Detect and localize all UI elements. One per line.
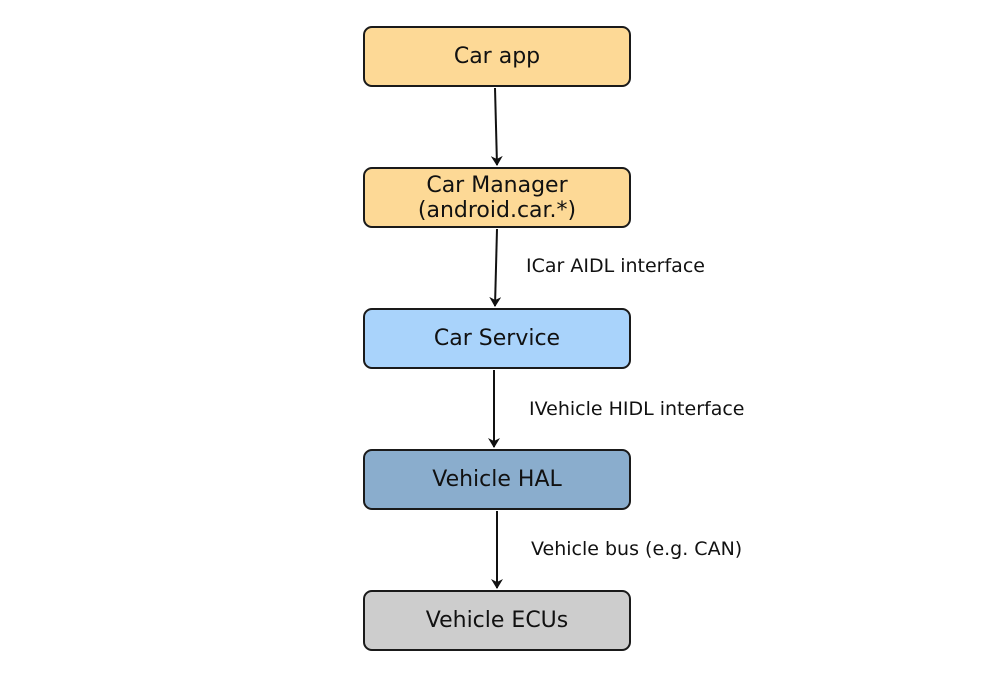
vehicle-ecus-label: Vehicle ECUs [425, 608, 569, 633]
vehicle-hal-box: Vehicle HAL [363, 449, 631, 510]
arrow-manager-to-service [489, 228, 502, 307]
car-app-label: Car app [453, 44, 541, 69]
icar-aidl-interface-label: ICar AIDL interface [526, 255, 705, 277]
car-service-box: Car Service [363, 308, 631, 369]
car-manager-box: Car Manager (android.car.*) [363, 167, 631, 228]
car-app-box: Car app [363, 26, 631, 87]
car-manager-package-label: (android.car.*) [417, 197, 577, 223]
car-manager-label: Car Manager [426, 172, 568, 198]
vehicle-ecus-box: Vehicle ECUs [363, 590, 631, 651]
arrow-app-to-manager [490, 87, 503, 166]
car-service-label: Car Service [433, 326, 561, 351]
ivehicle-hidl-interface-label: IVehicle HIDL interface [529, 398, 745, 420]
vehicle-hal-label: Vehicle HAL [432, 467, 562, 492]
vehicle-bus-label: Vehicle bus (e.g. CAN) [531, 538, 743, 560]
